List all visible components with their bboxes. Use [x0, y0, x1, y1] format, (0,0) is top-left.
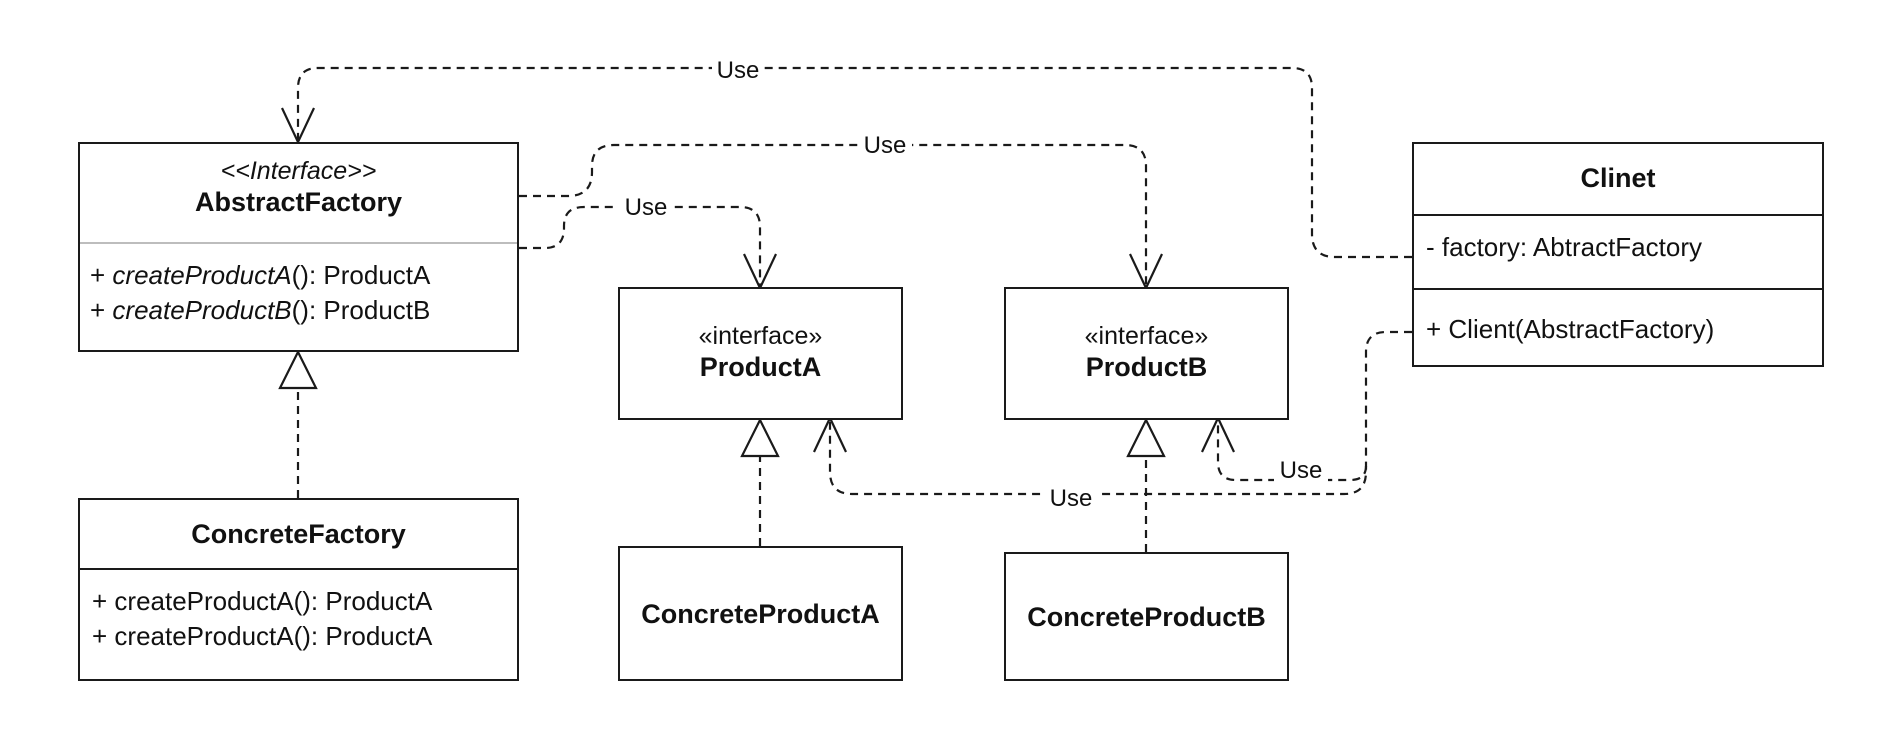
label-use-client-factory: Use: [717, 57, 760, 84]
abstractfactory-divider: [80, 242, 517, 244]
client-attribute: - factory: AbtractFactory: [1426, 232, 1702, 262]
edge-abstractfactory-to-producta: [519, 205, 762, 286]
client-operation: + Client(AbstractFactory): [1426, 314, 1715, 344]
class-concreteproductb[interactable]: ConcreteProductB: [1004, 552, 1289, 681]
concreteproductb-name: ConcreteProductB: [1027, 601, 1266, 632]
abstractfactory-name: AbstractFactory: [194, 187, 403, 217]
concretefactory-name: ConcreteFactory: [191, 519, 406, 549]
label-use-client-producta: Use: [1050, 485, 1093, 512]
edge-abstractfactory-to-productb: [519, 143, 1148, 286]
producta-name: ProductA: [699, 352, 822, 382]
productb-name: ProductB: [1085, 352, 1208, 382]
concretefactory-divider: [80, 568, 517, 570]
abstractfactory-method: + createProductA(): ProductA: [90, 260, 431, 290]
label-use-factory-productb: Use: [864, 132, 907, 159]
productb-stereotype: «interface»: [1084, 322, 1209, 350]
producta-stereotype: «interface»: [698, 322, 823, 350]
abstractfactory-methods: + createProductA(): ProductA + createPro…: [90, 258, 430, 328]
concretefactory-methods: + createProductA(): ProductA + createPro…: [92, 584, 432, 654]
class-abstractfactory[interactable]: <<Interface>> AbstractFactory + createPr…: [78, 142, 519, 352]
client-name: Clinet: [1580, 163, 1656, 193]
realization-triangle-abstractfactory: [278, 349, 318, 390]
realization-triangle-productb: [1126, 417, 1166, 458]
abstractfactory-stereotype: <<Interface>>: [220, 157, 377, 185]
class-concreteproducta[interactable]: ConcreteProductA: [618, 546, 903, 681]
client-divider-bottom: [1414, 288, 1822, 290]
concretefactory-method: + createProductA(): ProductA: [92, 621, 433, 651]
label-use-factory-producta: Use: [625, 194, 668, 221]
label-use-client-productb: Use: [1280, 457, 1323, 484]
concretefactory-method: + createProductA(): ProductA: [92, 586, 433, 616]
class-concretefactory[interactable]: ConcreteFactory + createProductA(): Prod…: [78, 498, 519, 681]
interface-producta[interactable]: «interface» ProductA: [618, 287, 903, 420]
client-divider-top: [1414, 214, 1822, 216]
interface-productb[interactable]: «interface» ProductB: [1004, 287, 1289, 420]
concreteproducta-name: ConcreteProductA: [641, 598, 880, 629]
edge-client-to-productb: [1216, 420, 1368, 482]
class-client[interactable]: Clinet - factory: AbtractFactory + Clien…: [1412, 142, 1824, 367]
realization-triangle-producta: [740, 417, 780, 458]
abstractfactory-method: + createProductB(): ProductB: [90, 295, 431, 325]
